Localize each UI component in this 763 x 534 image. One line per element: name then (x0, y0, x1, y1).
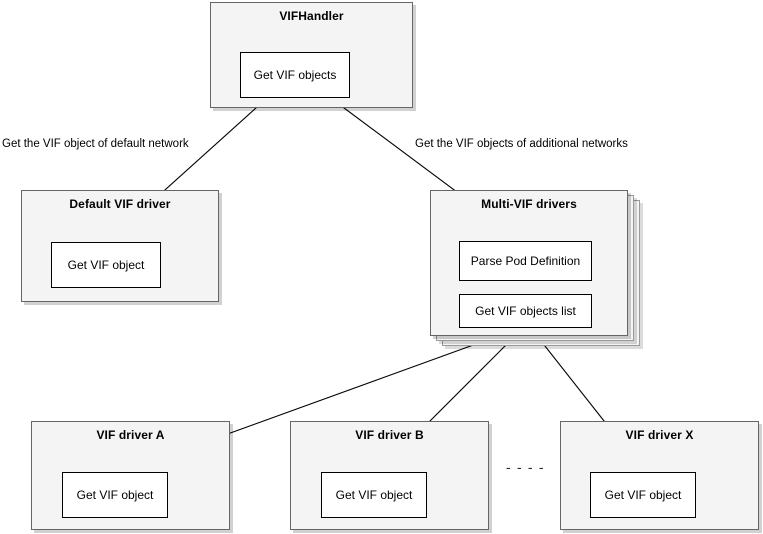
node-driver-x-get-vif-object[interactable]: Get VIF object (590, 472, 696, 518)
group-vif-handler-title: VIFHandler (279, 9, 344, 23)
group-multi-vif-drivers-title: Multi-VIF drivers (481, 197, 577, 211)
node-get-vif-objects[interactable]: Get VIF objects (240, 52, 350, 98)
group-vif-driver-x-title: VIF driver X (625, 428, 694, 442)
node-default-get-vif-object[interactable]: Get VIF object (51, 242, 161, 288)
edge-label-default-network: Get the VIF object of default network (2, 138, 189, 150)
node-driver-b-get-vif-object[interactable]: Get VIF object (321, 472, 427, 518)
drivers-ellipsis: - - - - (506, 459, 545, 475)
group-vif-driver-b-title: VIF driver B (355, 428, 424, 442)
node-driver-a-get-vif-object[interactable]: Get VIF object (62, 472, 168, 518)
node-get-vif-objects-list[interactable]: Get VIF objects list (459, 294, 592, 328)
group-vif-driver-a-title: VIF driver A (96, 428, 165, 442)
group-default-vif-driver-title: Default VIF driver (69, 197, 171, 211)
edge-label-additional-networks: Get the VIF objects of additional networ… (415, 138, 628, 150)
node-parse-pod-definition[interactable]: Parse Pod Definition (459, 241, 592, 281)
